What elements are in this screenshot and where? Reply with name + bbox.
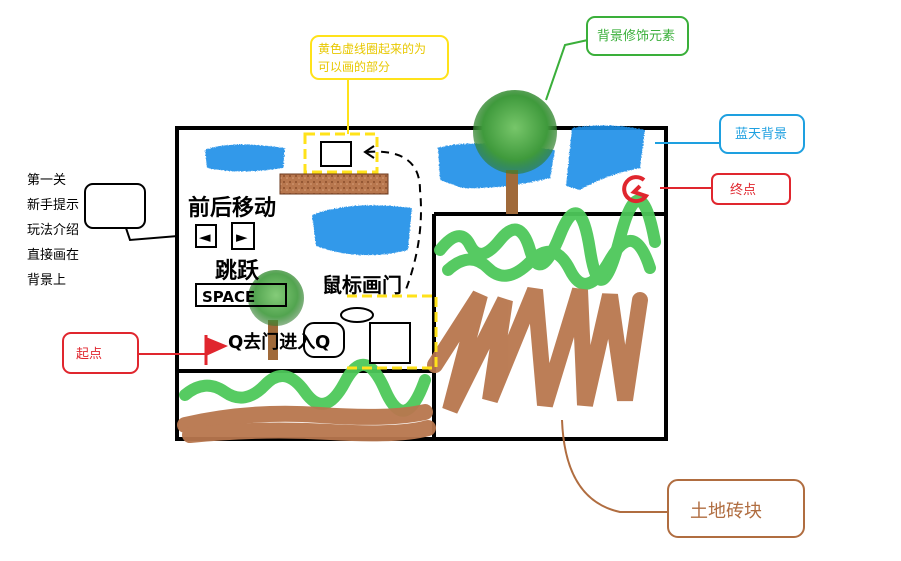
note-line-2: 新手提示: [27, 197, 79, 213]
q-key-label: Q: [315, 332, 330, 353]
callout-sky-box: [719, 114, 805, 154]
mouse-icon: [340, 307, 374, 323]
callout-soil-text: 土地砖块: [690, 501, 762, 522]
mouse-draw-instruction: 鼠标画门: [322, 273, 402, 297]
goal-spiral-icon: [622, 175, 650, 204]
callout-goal-box: [711, 173, 791, 205]
callout-soil-box: [667, 479, 805, 538]
callout-goal-text: 终点: [730, 182, 756, 198]
door-box-bottom: [369, 322, 411, 364]
right-arrow-icon: ►: [236, 228, 248, 246]
door-box-top: [320, 141, 352, 167]
start-flag-icon: [204, 335, 228, 365]
hint-speech-bubble: [84, 183, 179, 242]
note-line-4: 直接画在: [27, 247, 79, 263]
dirt-platform: [279, 173, 389, 195]
callout-yellow-box: [310, 35, 449, 80]
space-key-box: [195, 283, 287, 307]
callout-yellow-line1: 黄色虚线圈起来的为: [318, 41, 426, 56]
left-key-box: [195, 224, 217, 248]
q-enter-instruction: Q去门进入: [228, 331, 315, 353]
callout-decor-text: 背景修饰元素: [597, 29, 675, 44]
note-line-3: 玩法介绍: [27, 223, 79, 238]
callout-connectors: [138, 37, 720, 513]
jump-instruction: 跳跃: [215, 258, 260, 284]
move-instruction: 前后移动: [188, 195, 276, 221]
arrow-head: [363, 145, 375, 159]
q-key-box: [303, 322, 345, 358]
callout-decor-box: [586, 16, 689, 56]
note-line-1: 第一关: [27, 173, 66, 188]
left-arrow-icon: ◄: [199, 228, 211, 246]
tree-decoration-top: [473, 90, 557, 214]
callout-start-text: 起点: [76, 347, 102, 362]
draw-path-hint: [366, 150, 422, 293]
drawable-region-outline: [303, 132, 438, 370]
callout-yellow-line2: 可以画的部分: [318, 59, 390, 74]
note-line-5: 背景上: [27, 273, 66, 288]
space-key-label: SPACE: [202, 288, 255, 306]
callout-start-box: [62, 332, 139, 374]
grass-strokes: [179, 194, 661, 417]
sky-strokes: [205, 125, 645, 256]
right-key-box: [231, 222, 255, 250]
soil-strokes: [177, 286, 648, 443]
callout-sky-text: 蓝天背景: [735, 127, 787, 142]
